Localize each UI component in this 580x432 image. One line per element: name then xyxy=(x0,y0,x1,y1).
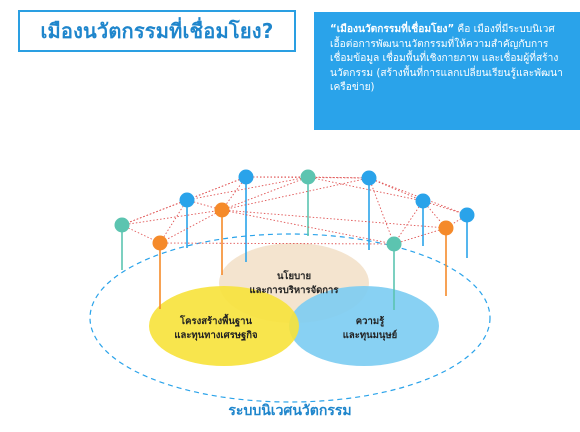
knowledge-label-2: และทุนมนุษย์ xyxy=(343,329,397,341)
policy-label-1: นโยบาย xyxy=(277,270,311,282)
network-link xyxy=(422,200,468,216)
network-link xyxy=(221,176,309,211)
pin-head xyxy=(214,202,230,218)
knowledge-label-1: ความรู้ xyxy=(356,315,385,328)
infrastructure-label-1: โครงสร้างพื้นฐาน xyxy=(179,313,252,327)
ecosystem-label: ระบบนิเวศนวัตกรรม xyxy=(228,403,352,419)
network-link xyxy=(121,199,188,226)
pin-head xyxy=(179,192,195,208)
pin-head xyxy=(300,169,316,185)
title-box: เมืองนวัตกรรมที่เชื่อมโยง? xyxy=(18,10,296,52)
network-link xyxy=(159,209,223,244)
description-box: “เมืองนวัตกรรมที่เชื่อมโยง” คือ เมืองที่… xyxy=(314,12,580,130)
pin-head xyxy=(459,207,475,223)
network-lines xyxy=(121,176,468,245)
network-link xyxy=(159,199,188,244)
pin-head xyxy=(361,170,377,186)
pin-head xyxy=(438,220,454,236)
pin-head xyxy=(415,193,431,209)
infrastructure-label-2: และทุนทางเศรษฐกิจ xyxy=(174,330,257,341)
ecosystem-ellipse xyxy=(89,233,491,403)
network-link xyxy=(245,176,370,179)
description-highlight: “เมืองนวัตกรรมที่เชื่อมโยง” xyxy=(330,24,455,35)
pin-head xyxy=(114,217,130,233)
network-link xyxy=(121,176,247,226)
infrastructure-ellipse xyxy=(149,286,299,366)
network-link xyxy=(368,177,395,245)
pin-head xyxy=(152,235,168,251)
policy-label-2: และการบริหารจัดการ xyxy=(250,285,340,296)
network-link xyxy=(422,200,447,229)
page-title: เมืองนวัตกรรมที่เชื่อมโยง? xyxy=(40,19,274,43)
pin-heads xyxy=(114,169,475,252)
knowledge-ellipse xyxy=(289,286,439,366)
network-link xyxy=(186,199,223,211)
pin-head xyxy=(238,169,254,185)
pin-head xyxy=(386,236,402,252)
network-link xyxy=(221,209,447,229)
network-link xyxy=(393,200,424,245)
network-link xyxy=(221,177,370,211)
network-link xyxy=(186,176,309,201)
network-link xyxy=(221,209,395,245)
network-link xyxy=(121,209,223,226)
network-link xyxy=(368,177,424,202)
description-body: คือ เมืองที่มีระบบนิเวศเอื้อต่อการพัฒนาน… xyxy=(330,24,563,93)
network-link xyxy=(159,242,395,245)
network-link xyxy=(393,227,447,245)
